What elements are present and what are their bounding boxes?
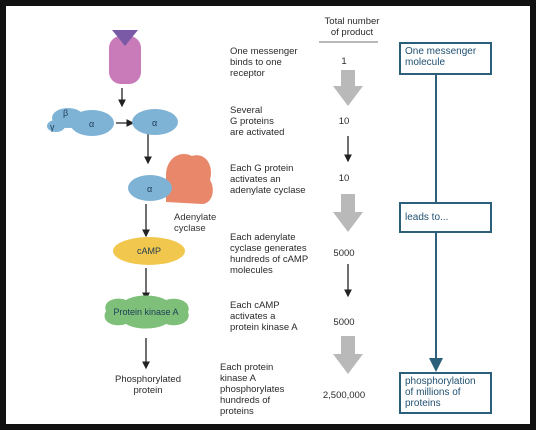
pka-label: Protein kinase A bbox=[113, 307, 178, 317]
alpha-label: α bbox=[89, 119, 94, 129]
big-arrows bbox=[333, 70, 363, 374]
adenylate-cyclase-label: Adenylate cyclase bbox=[174, 212, 217, 234]
beta-label: β bbox=[63, 108, 68, 118]
count-6: 2,500,000 bbox=[322, 390, 366, 401]
big-arrow-3 bbox=[333, 336, 363, 374]
cascade-diagram: β γ α α α cAMP Protein kinase A bbox=[47, 30, 443, 374]
big-arrow-2 bbox=[333, 194, 363, 232]
count-2: 10 bbox=[338, 116, 350, 127]
step-3-text: Each G protein activates an adenylate cy… bbox=[230, 163, 306, 196]
summary-box-top: One messenger molecule bbox=[399, 42, 492, 75]
big-arrow-1 bbox=[333, 70, 363, 106]
phosphorylated-protein-label: Phosphorylated protein bbox=[114, 374, 182, 396]
step-5-text: Each cAMP activates a protein kinase A bbox=[230, 300, 298, 333]
step-4-text: Each adenylate cyclase generates hundred… bbox=[230, 232, 309, 276]
summary-box-middle: leads to... bbox=[399, 202, 492, 233]
total-number-header: Total number of product bbox=[324, 16, 380, 38]
gamma-label: γ bbox=[50, 122, 55, 132]
receptor-shape bbox=[109, 30, 141, 84]
count-4: 5000 bbox=[333, 248, 355, 259]
alpha-active-label: α bbox=[152, 118, 157, 128]
g-alpha-active: α bbox=[132, 109, 178, 135]
count-1: 1 bbox=[341, 56, 347, 67]
count-3: 10 bbox=[338, 173, 350, 184]
count-5: 5000 bbox=[333, 317, 355, 328]
pka-shape: Protein kinase A bbox=[104, 295, 189, 329]
g-alpha-adenylate-complex: α bbox=[128, 154, 213, 204]
alpha-complex-label: α bbox=[147, 184, 152, 194]
summary-box-bottom: phosphorylation of millions of proteins bbox=[399, 372, 492, 414]
step-2-text: Several G proteins are activated bbox=[230, 105, 285, 138]
camp-shape: cAMP bbox=[113, 237, 185, 265]
g-protein-trimer: β γ α bbox=[47, 108, 114, 136]
camp-label: cAMP bbox=[137, 246, 161, 256]
step-1-text: One messenger binds to one receptor bbox=[230, 46, 298, 79]
step-6-text: Each protein kinase A phosphorylates hun… bbox=[220, 362, 285, 417]
